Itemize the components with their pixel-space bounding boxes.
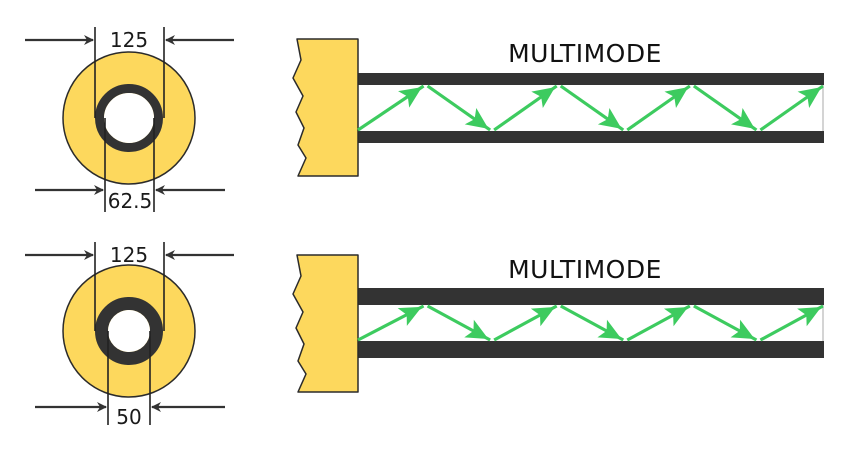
longitudinal-view-1: MULTIMODE [292,38,824,177]
light-ray-path [357,304,824,342]
light-ray-arrowhead [597,108,622,129]
light-ray-arrowhead [464,319,489,340]
light-ray-arrowhead [663,306,689,327]
light-ray-path [357,84,824,132]
light-ray-arrowhead [664,87,689,108]
fiber-type-title: MULTIMODE [508,255,662,284]
longitudinal-view-2: MULTIMODE [292,254,824,393]
core-ring [95,84,163,152]
core-diameter-label: 62.5 [108,189,153,213]
light-ray-arrowhead [597,319,622,340]
cladding-bar-top [356,73,824,85]
core-ring [95,297,163,365]
cross-section-2: 125 50 [25,242,234,429]
core-diameter-label: 50 [116,405,141,429]
cladding-bar-top [356,288,824,305]
connector-block [292,254,359,393]
cladding-diameter-label: 125 [110,28,148,52]
core-circle [108,310,150,352]
cladding-bar-bottom [356,131,824,143]
light-ray-arrowhead [797,306,822,327]
fiber-type-title: MULTIMODE [508,39,662,68]
light-ray-arrowhead [730,319,755,340]
light-ray-arrowhead [531,87,556,108]
light-ray-arrowhead [464,108,489,129]
light-ray-arrowhead [797,87,822,108]
cross-section-1: 125 62.5 [25,27,234,213]
light-ray-arrowhead [731,108,755,129]
light-ray-arrowhead [398,87,422,108]
cladding-diameter-label: 125 [110,243,148,267]
light-ray-arrowhead [530,306,555,327]
core-circle [104,93,154,143]
cladding-bar-bottom [356,341,824,358]
light-ray-arrowhead [397,306,422,326]
connector-block [292,38,359,177]
